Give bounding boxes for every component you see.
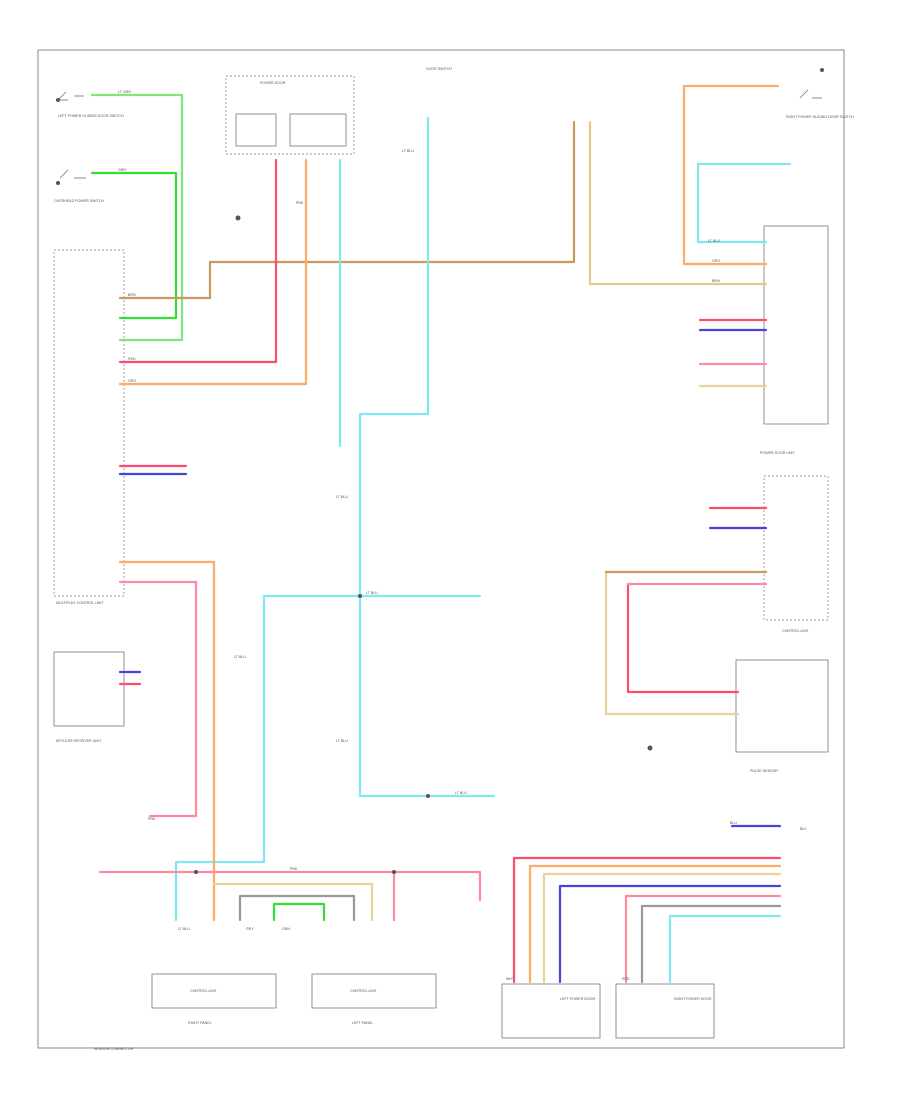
svg-text:POWER DOOR UNIT: POWER DOOR UNIT [760, 451, 796, 455]
wire-org-1 [118, 158, 308, 386]
svg-text:RIGHT PANEL: RIGHT PANEL [188, 1021, 212, 1025]
wire-ltblu-5 [696, 162, 792, 244]
svg-text:LT BLU: LT BLU [402, 149, 414, 153]
diagram-frame [37, 49, 845, 1049]
wire-ltblu-3 [174, 594, 362, 922]
svg-text:ORG: ORG [128, 379, 136, 383]
svg-text:LT BLU: LT BLU [366, 591, 378, 595]
svg-text:PULSE SENSOR: PULSE SENSOR [750, 769, 778, 773]
wire-ltbrn-1 [588, 120, 768, 286]
svg-text:BRN: BRN [128, 293, 136, 297]
wire-org-br [528, 864, 782, 984]
svg-text:LT BLU: LT BLU [455, 791, 467, 795]
wire-ltblu-2 [358, 116, 496, 798]
bottom-motor-1: LEFT POWER DOOR [501, 983, 601, 1039]
svg-text:LT BLU: LT BLU [234, 655, 246, 659]
svg-text:WHT: WHT [506, 977, 515, 981]
svg-text:DOOR SWITCH: DOOR SWITCH [426, 67, 452, 71]
right-door-switch: RIGHT POWER SLIDING DOOR SWITCH [786, 68, 854, 119]
svg-text:LT BLU: LT BLU [336, 495, 348, 499]
wire-gry-br [640, 904, 782, 984]
svg-text:LT BLU: LT BLU [336, 739, 348, 743]
svg-text:BRN: BRN [712, 279, 720, 283]
wire-org-2 [118, 560, 216, 922]
wire-grn-2 [272, 902, 326, 922]
wire-ltbrn-r5 [604, 570, 740, 716]
svg-text:RED: RED [622, 977, 630, 981]
svg-text:GRN: GRN [282, 927, 290, 931]
right-connector-block [763, 225, 829, 425]
wire-grn-1 [90, 171, 178, 320]
svg-text:CONTROL UNIT: CONTROL UNIT [350, 989, 378, 993]
multiplex-control-unit: MULTIPLEX CONTROL UNIT [53, 249, 125, 605]
svg-text:SENSOR CONNECTOR: SENSOR CONNECTOR [94, 1047, 134, 1051]
wire-ltblu-br [668, 914, 782, 984]
svg-text:GRN: GRN [118, 168, 126, 172]
svg-text:RIGHT POWER DOOR: RIGHT POWER DOOR [674, 997, 712, 1001]
svg-text:MULTIPLEX CONTROL UNIT: MULTIPLEX CONTROL UNIT [56, 601, 104, 605]
svg-text:RIGHT POWER SLIDING DOOR SWITC: RIGHT POWER SLIDING DOOR SWITCH [786, 115, 854, 119]
svg-text:OVERHEAD POWER SWITCH: OVERHEAD POWER SWITCH [54, 199, 104, 203]
svg-text:PNK: PNK [296, 201, 304, 205]
svg-text:PNK: PNK [290, 867, 298, 871]
svg-text:BLK: BLK [800, 827, 807, 831]
svg-text:POWER DOOR: POWER DOOR [260, 81, 286, 85]
bottom-left-control-unit: CONTROL UNIT RIGHT PANEL [151, 973, 277, 1025]
svg-text:LT BLU: LT BLU [708, 239, 720, 243]
left-door-switch: LEFT POWER SLIDING DOOR SWITCH [56, 91, 124, 118]
wire-brn-1 [118, 120, 576, 300]
overhead-switch: OVERHEAD POWER SWITCH [54, 169, 104, 203]
wire-ltbrn-2 [212, 882, 374, 922]
bottom-right-control-unit: CONTROL UNIT LEFT PANEL [311, 973, 437, 1025]
bottom-motor-2: RIGHT POWER DOOR [615, 983, 715, 1039]
svg-text:LEFT POWER DOOR: LEFT POWER DOOR [560, 997, 595, 1001]
svg-text:CONTROL UNIT: CONTROL UNIT [782, 629, 810, 633]
svg-text:ORG: ORG [712, 259, 720, 263]
svg-text:CONTROL UNIT: CONTROL UNIT [190, 989, 218, 993]
svg-text:RED: RED [128, 357, 136, 361]
svg-text:LEFT POWER SLIDING DOOR SWITCH: LEFT POWER SLIDING DOOR SWITCH [58, 114, 124, 118]
wire-red-1 [118, 158, 278, 364]
wire-ltgrn-1 [90, 93, 184, 342]
pulse-sensor-box: PULSE SENSOR [735, 659, 829, 773]
wire-org-3 [682, 84, 780, 266]
wire-gry-1 [238, 894, 356, 922]
svg-text:BLU: BLU [730, 821, 737, 825]
keyless-receiver-unit: KEYLESS RECEIVER UNIT [53, 651, 125, 743]
wire-pnk-2 [98, 870, 482, 902]
svg-text:LT BLU: LT BLU [178, 927, 190, 931]
wire-pnk-1 [118, 580, 198, 818]
wire-pnk-r6 [626, 582, 740, 694]
wire-ltbrn-br [542, 872, 782, 984]
svg-text:GRY: GRY [246, 927, 254, 931]
svg-text:PNK: PNK [148, 817, 156, 821]
svg-text:KEYLESS RECEIVER UNIT: KEYLESS RECEIVER UNIT [56, 739, 102, 743]
right-control-unit: CONTROL UNIT [763, 475, 829, 633]
svg-text:LT GRN: LT GRN [118, 90, 131, 94]
fuse-relay-box: POWER DOOR [225, 75, 355, 155]
svg-text:LEFT PANEL: LEFT PANEL [352, 1021, 373, 1025]
wire-red-br [512, 856, 782, 984]
wire-blu-br [558, 884, 782, 984]
wire-pnk-br [624, 894, 782, 984]
